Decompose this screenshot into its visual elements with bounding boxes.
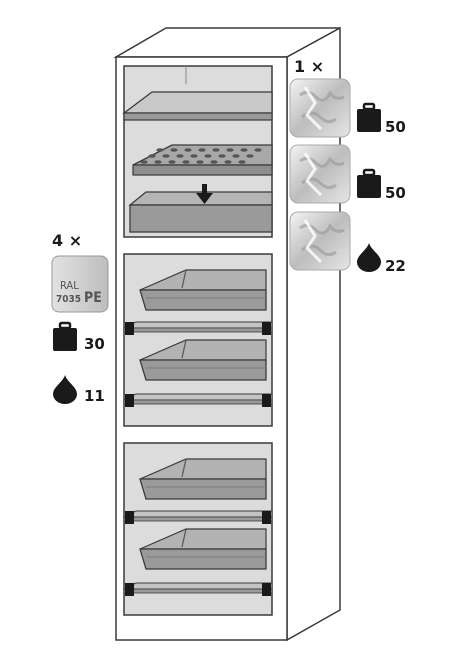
tray <box>139 458 267 500</box>
down-arrow-icon <box>196 184 213 204</box>
steel-shelf-badge-value: 50 <box>385 184 406 202</box>
ral-code: RAL <box>60 279 79 292</box>
compartment-top <box>122 65 273 238</box>
steel-sample-tile <box>289 144 351 204</box>
tray-badge-value: 30 <box>84 335 105 353</box>
tray-quantity: 4 × <box>52 231 82 250</box>
badge-unit: L <box>365 258 372 271</box>
tray <box>139 528 267 570</box>
steel-shelf-quantity: 1 × <box>294 57 324 76</box>
tray-runner <box>123 393 273 407</box>
pull-out-trays <box>123 269 273 596</box>
badge-unit: Kg <box>56 334 74 348</box>
tray-runner <box>123 510 273 524</box>
steel-shelf-badge-value: 22 <box>385 257 406 275</box>
tray <box>139 269 267 311</box>
steel-shelf-samples <box>289 78 351 271</box>
weight-icon: Kg <box>357 102 381 132</box>
badge-unit: Kg <box>360 115 378 129</box>
material-swatch: RAL 7035 PE <box>51 255 109 313</box>
tray-badge-value: 11 <box>84 387 105 405</box>
weight-icon: Kg <box>53 321 77 351</box>
badge-unit: L <box>61 390 68 403</box>
tray-runner <box>123 582 273 596</box>
tray <box>139 339 267 381</box>
liquid-drop-icon: L <box>357 243 381 272</box>
steel-sample-tile <box>289 78 351 138</box>
ral-number: 7035 <box>56 294 81 305</box>
steel-shelf-badge-value: 50 <box>385 118 406 136</box>
material-type: PE <box>84 290 102 306</box>
tray-runner <box>123 321 273 335</box>
badge-unit: Kg <box>360 181 378 195</box>
weight-icon: Kg <box>357 168 381 198</box>
steel-sample-tile <box>289 211 351 271</box>
liquid-drop-icon: L <box>53 375 77 404</box>
insert-holes <box>140 148 262 164</box>
